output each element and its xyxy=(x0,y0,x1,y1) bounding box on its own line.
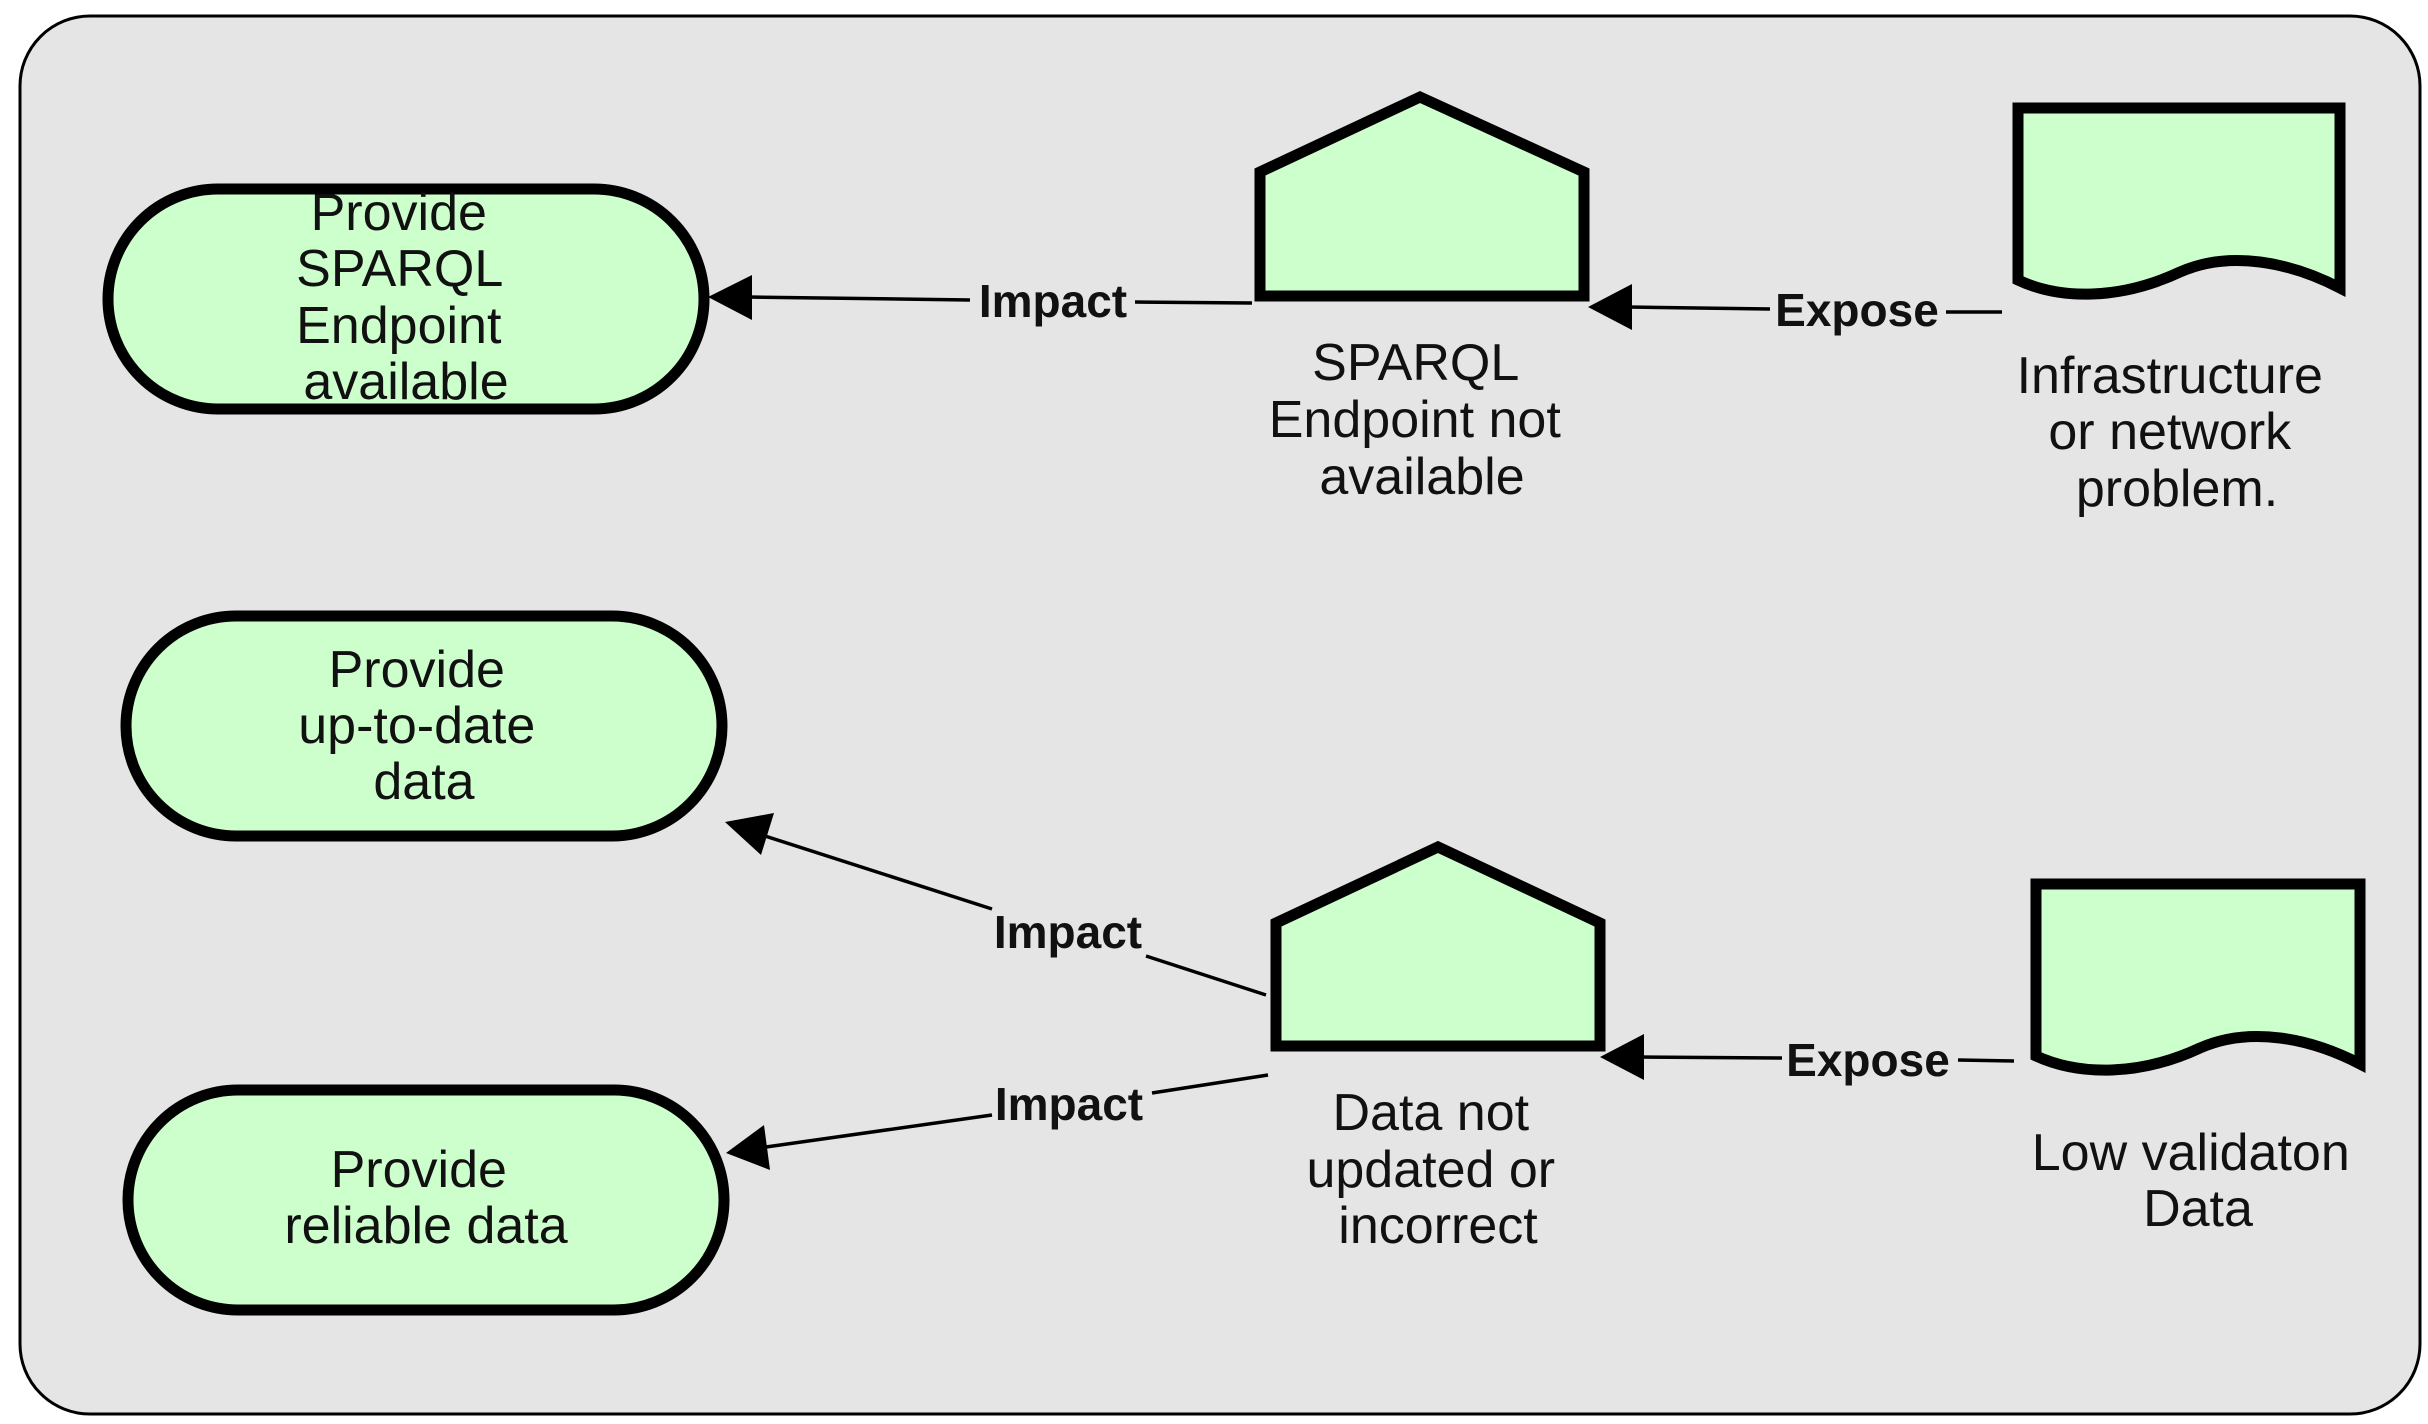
risk-sparql-line-1: SPARQL xyxy=(1312,334,1518,392)
cause-infra-line-1: Infrastructure xyxy=(2017,347,2323,405)
risk-sparql-line-2: Endpoint not xyxy=(1269,391,1562,449)
edge-label-impact-2: Impact xyxy=(994,906,1142,958)
goal-sparql-line-3: Endpoint xyxy=(296,297,502,355)
goal-sparql-line-1: Provide xyxy=(311,184,487,242)
risk-node-sparql[interactable]: SPARQL Endpoint not available xyxy=(1254,90,1590,506)
svg-text:Low validaton Data: Low validaton Data xyxy=(2032,1124,2364,1238)
goal-reliable-line-1: Provide xyxy=(331,1141,507,1199)
cause-node-low-validation[interactable]: Low validaton Data xyxy=(2030,878,2366,1238)
goal-reliable-line-2: reliable data xyxy=(284,1197,567,1255)
edge-impact-reliable[interactable]: Impact xyxy=(726,1073,1269,1170)
svg-text:Data not updated or: Data not updated or incorrect xyxy=(1306,1084,1569,1255)
cause-validation-line-2: Data xyxy=(2143,1180,2253,1238)
cause-node-infrastructure[interactable]: Infrastructure or network problem. xyxy=(2012,102,2346,518)
goal-uptodate-line-2: up-to-date xyxy=(298,697,535,755)
edge-expose-infra[interactable]: Expose xyxy=(1588,284,2002,336)
goal-sparql-line-2: SPARQL xyxy=(296,240,502,298)
risk-sparql-line-3: available xyxy=(1319,448,1524,506)
edge-impact-uptodate[interactable]: Impact xyxy=(725,813,1267,997)
goal-sparql-line-4: available xyxy=(303,353,508,411)
edge-label-impact-3: Impact xyxy=(995,1078,1143,1130)
cause-infra-line-3: problem. xyxy=(2076,460,2278,518)
svg-text:Infrastructure or networ: Infrastructure or network problem. xyxy=(2017,347,2338,518)
svg-text:Provide SPARQL End: Provide SPARQL Endpoint available xyxy=(296,184,516,411)
goal-node-up-to-date[interactable]: Provide up-to-date data xyxy=(120,610,728,842)
svg-text:Provide up-to-date: Provide up-to-date data xyxy=(298,641,550,811)
cause-infra-line-2: or network xyxy=(2048,403,2292,461)
edge-impact-sparql[interactable]: Impact xyxy=(708,275,1253,327)
svg-text:Provide reliable data: Provide reliable data xyxy=(284,1141,567,1255)
edge-expose-validation[interactable]: Expose xyxy=(1600,1034,2015,1086)
goal-node-sparql[interactable]: Provide SPARQL Endpoint available xyxy=(102,183,710,415)
edge-label-expose-1: Expose xyxy=(1775,284,1939,336)
risk-data-line-2: updated or xyxy=(1306,1141,1555,1199)
risk-data-line-3: incorrect xyxy=(1338,1197,1538,1255)
goal-uptodate-line-3: data xyxy=(373,753,474,811)
risk-data-line-1: Data not xyxy=(1332,1084,1529,1142)
goal-uptodate-line-1: Provide xyxy=(329,641,505,699)
goal-node-reliable[interactable]: Provide reliable data xyxy=(122,1084,730,1316)
edge-label-expose-2: Expose xyxy=(1786,1034,1950,1086)
svg-text:SPARQL Endpoint not: SPARQL Endpoint not available xyxy=(1269,334,1575,506)
cause-validation-line-1: Low validaton xyxy=(2032,1124,2350,1182)
edge-label-impact-1: Impact xyxy=(979,275,1127,327)
risk-node-data[interactable]: Data not updated or incorrect xyxy=(1270,840,1606,1255)
